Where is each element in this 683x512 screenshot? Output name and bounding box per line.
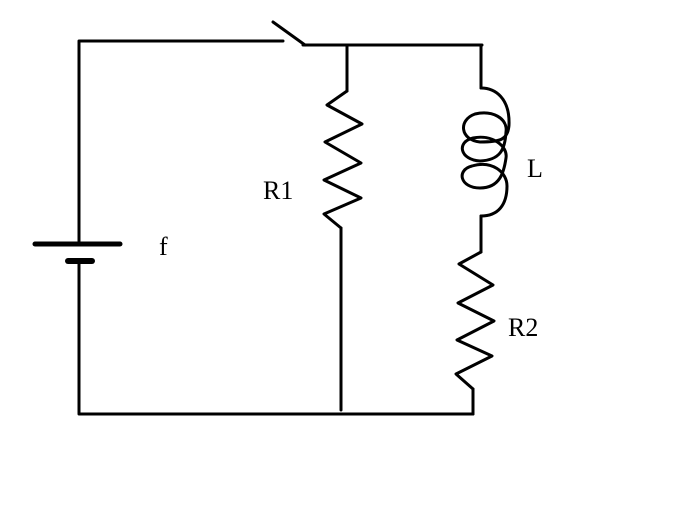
resistor-r2 [454, 250, 496, 391]
label-source: f [159, 232, 168, 261]
switch-blade [271, 20, 307, 47]
label-inductor: L [527, 154, 543, 183]
wire-left-top [77, 39, 285, 243]
inductor-coil [460, 86, 511, 218]
label-r1: R1 [263, 176, 293, 205]
battery-symbol [32, 241, 123, 264]
wire-left-bottom [77, 261, 475, 416]
resistor-r1 [322, 89, 364, 230]
label-r2: R2 [508, 313, 538, 342]
